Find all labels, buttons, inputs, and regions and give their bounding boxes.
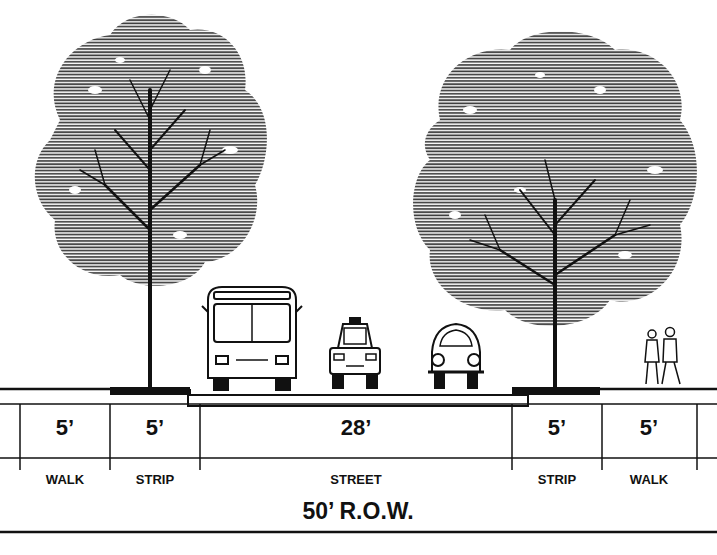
illustration-part bbox=[334, 354, 344, 360]
illustration-part bbox=[512, 387, 600, 395]
illustration-part bbox=[189, 389, 191, 395]
illustration-part bbox=[366, 354, 376, 360]
illustration-part bbox=[468, 374, 477, 388]
dimension-lines bbox=[0, 404, 717, 532]
illustration-part bbox=[555, 180, 595, 225]
illustration-part bbox=[618, 251, 632, 259]
illustration-part bbox=[150, 110, 185, 150]
dimension-value: 5’ bbox=[146, 417, 164, 439]
dimension-value: 5’ bbox=[548, 417, 566, 439]
beetle-car-icon bbox=[428, 324, 484, 388]
illustration-part bbox=[615, 225, 650, 235]
illustration-part bbox=[344, 328, 366, 344]
illustration-part bbox=[148, 90, 152, 388]
illustration-part bbox=[330, 348, 380, 374]
illustration-part bbox=[19, 404, 21, 470]
bus-icon bbox=[202, 287, 302, 390]
zone-name: STRIP bbox=[538, 473, 576, 486]
illustration-part bbox=[440, 330, 472, 346]
illustration-part bbox=[0, 531, 717, 534]
illustration-part bbox=[202, 306, 208, 312]
illustration-part bbox=[449, 211, 461, 219]
tree-branches bbox=[470, 160, 650, 388]
illustration-part bbox=[276, 378, 290, 390]
illustration-part bbox=[110, 387, 190, 395]
illustration-part bbox=[115, 57, 125, 63]
illustration-part bbox=[645, 340, 659, 362]
illustration-part bbox=[214, 378, 228, 390]
illustration-part bbox=[553, 200, 557, 388]
illustration-part bbox=[276, 356, 288, 364]
illustration-part bbox=[432, 354, 444, 366]
illustration-part bbox=[173, 231, 187, 239]
illustration-part bbox=[555, 235, 615, 275]
illustration-part bbox=[601, 404, 603, 470]
illustration-part bbox=[666, 328, 675, 337]
illustration-part bbox=[525, 389, 527, 395]
illustration-part bbox=[0, 403, 717, 405]
illustration-part bbox=[88, 86, 102, 94]
illustration-part bbox=[535, 72, 545, 78]
dimension-value: 5’ bbox=[640, 417, 658, 439]
illustration-part bbox=[69, 186, 81, 194]
illustration-part bbox=[199, 66, 211, 74]
illustration-part bbox=[674, 362, 680, 384]
illustration-part bbox=[656, 362, 658, 384]
illustration-part bbox=[105, 185, 150, 230]
illustration-part bbox=[485, 215, 500, 250]
tree-branches bbox=[80, 70, 225, 388]
canopy-gaps bbox=[69, 57, 238, 239]
illustration-part bbox=[236, 359, 268, 361]
illustration-part bbox=[696, 404, 698, 470]
car-icon bbox=[330, 318, 380, 388]
zone-name: STRIP bbox=[136, 473, 174, 486]
illustration-part bbox=[463, 106, 477, 114]
illustration-part bbox=[663, 339, 677, 362]
illustration-part bbox=[214, 292, 290, 299]
dimension-value: 5’ bbox=[56, 417, 74, 439]
zone-name: WALK bbox=[630, 473, 668, 486]
ground-section bbox=[0, 387, 717, 406]
illustration-part bbox=[662, 362, 666, 384]
right-of-way-total: 50’ R.O.W. bbox=[302, 500, 413, 523]
dimension-value: 28’ bbox=[341, 417, 372, 439]
pedestrians-icon bbox=[645, 328, 680, 385]
illustration-part bbox=[468, 354, 480, 366]
illustration-part bbox=[214, 304, 290, 342]
illustration-part bbox=[216, 356, 228, 364]
illustration-part bbox=[615, 200, 630, 235]
illustration-part bbox=[150, 70, 170, 110]
illustration-part bbox=[470, 240, 500, 250]
illustration-part bbox=[367, 374, 377, 388]
illustration-part bbox=[251, 304, 253, 342]
illustration-part bbox=[648, 330, 656, 338]
illustration-part bbox=[647, 166, 663, 174]
illustration-part bbox=[545, 160, 555, 200]
zone-name: STREET bbox=[330, 473, 381, 486]
illustration-part bbox=[435, 374, 444, 388]
illustration-part bbox=[95, 150, 105, 185]
illustration-part bbox=[594, 86, 606, 94]
illustration-part bbox=[500, 250, 555, 285]
illustration-part bbox=[150, 165, 200, 210]
illustration-part bbox=[200, 130, 210, 165]
illustration-part bbox=[208, 287, 296, 378]
illustration-part bbox=[520, 190, 555, 235]
zone-name: WALK bbox=[46, 473, 84, 486]
illustration-part bbox=[338, 324, 372, 348]
illustration-part bbox=[511, 404, 513, 470]
illustration-part bbox=[0, 457, 717, 459]
illustration-part bbox=[199, 404, 201, 470]
illustration-part bbox=[646, 362, 648, 384]
illustration-part bbox=[115, 130, 150, 170]
illustration-part bbox=[432, 324, 480, 372]
illustration-part bbox=[333, 374, 343, 388]
illustration-part bbox=[350, 318, 360, 322]
illustration-part bbox=[346, 365, 364, 367]
tree-right bbox=[413, 31, 697, 388]
illustration-part bbox=[130, 80, 150, 120]
illustration-part bbox=[109, 404, 111, 470]
illustration-part bbox=[296, 306, 302, 312]
